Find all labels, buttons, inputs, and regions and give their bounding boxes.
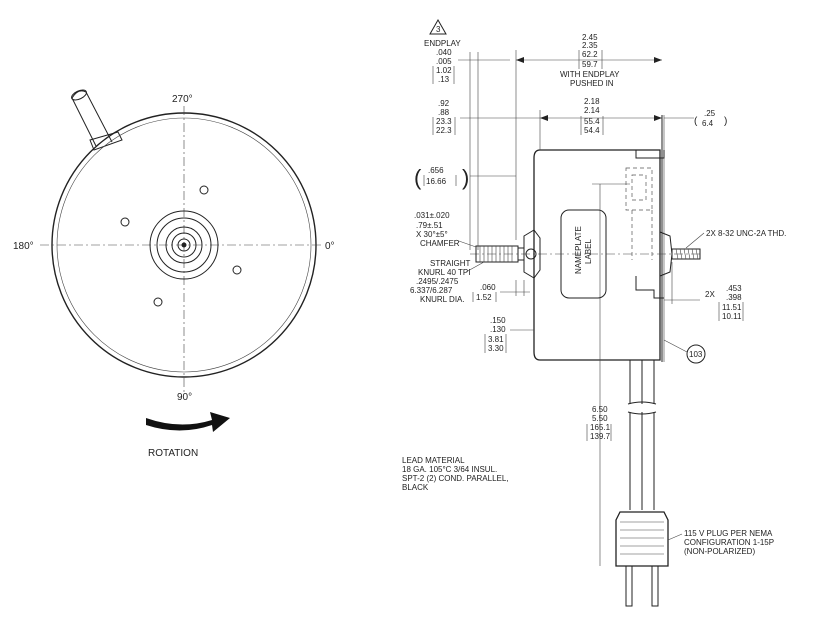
rotation-arrow-icon [146, 412, 230, 432]
plug-note: (NON-POLARIZED) [684, 547, 755, 556]
nameplate-text: LABEL [584, 239, 593, 264]
svg-text:): ) [724, 116, 727, 127]
mount-dim: .453 [726, 284, 742, 293]
body-dim: 2.18 [584, 97, 600, 106]
plug-note: CONFIGURATION 1-15P [684, 538, 774, 547]
thread-note: 2X 8-32 UNC-2A THD. [706, 229, 786, 238]
threaded-stud [671, 248, 701, 260]
knurl-note: .2495/.2475 [416, 277, 459, 286]
endplay-dim: .005 [436, 57, 452, 66]
hub-outer [149, 210, 219, 280]
chamfer-dim: .79±.51 [416, 221, 443, 230]
balloon-number: 103 [689, 350, 703, 359]
lead-len-dim: 139.7 [590, 432, 611, 441]
endplay-dim: .040 [436, 48, 452, 57]
chamfer-dim: .031±.020 [414, 211, 450, 220]
knurl-note: KNURL 40 TPI [418, 268, 470, 277]
lead-material-note: BLACK [402, 483, 429, 492]
overall-dim: 2.45 [582, 33, 598, 42]
lead-material-note: LEAD MATERIAL [402, 456, 465, 465]
mount-dim: 10.11 [722, 312, 742, 321]
body-dim: 54.4 [584, 126, 600, 135]
angle-180-label: 180° [13, 241, 34, 252]
boss-dim: 1.52 [476, 293, 492, 302]
offset-dim: 3.81 [488, 335, 504, 344]
mount-hole [153, 297, 163, 307]
overall-dim: 62.2 [582, 50, 598, 59]
part-balloon [686, 344, 706, 364]
plug-prong [625, 565, 633, 607]
angle-270-label: 270° [172, 94, 193, 105]
front-view: 270° 180° 0° 90° ROTATION [13, 89, 335, 459]
overall-dim: 2.35 [582, 41, 598, 50]
mount-hole [120, 217, 130, 227]
shaft-dim: .88 [438, 108, 450, 117]
lead-material-note: 18 GA. 105°C 3/64 INSUL. [402, 465, 497, 474]
knurl-len-dim: .656 [428, 166, 444, 175]
overall-dim: 59.7 [582, 60, 598, 69]
offset-dim: .150 [490, 316, 506, 325]
chamfer-dim: CHAMFER [420, 239, 460, 248]
shaft-dim: 23.3 [436, 117, 452, 126]
knurl-note: 6.337/6.287 [410, 286, 453, 295]
lead-len-dim: 5.50 [592, 414, 608, 423]
overall-note: WITH ENDPLAY [560, 70, 620, 79]
warning-mark: 3 [436, 25, 441, 34]
endplay-label: ENDPLAY [424, 39, 461, 48]
shaft-dim: .92 [438, 99, 450, 108]
overall-note: PUSHED IN [570, 79, 614, 88]
lead-len-dim: 165.1 [590, 423, 611, 432]
body-dim: 2.14 [584, 106, 600, 115]
body-dim: 55.4 [584, 117, 600, 126]
offset-dim: 3.30 [488, 344, 504, 353]
plug-body [615, 511, 669, 567]
side-view: NAMEPLATE LABEL [402, 18, 786, 607]
mount-prefix: 2X [705, 290, 715, 299]
boss-dim: .060 [480, 283, 496, 292]
svg-text:(: ( [694, 116, 698, 127]
lead-material-note: SPT-2 (2) COND. PARALLEL, [402, 474, 509, 483]
mount-hole [232, 265, 242, 275]
angle-0-label: 0° [325, 241, 335, 252]
shaft-dim: 22.3 [436, 126, 452, 135]
mount-dim: .398 [726, 293, 742, 302]
plug-prong [651, 565, 659, 607]
svg-text:): ) [462, 165, 469, 190]
chamfer-dim: X 30°±5° [416, 230, 448, 239]
plug-note: 115 V PLUG PER NEMA [684, 529, 773, 538]
pilot-dim: .25 [704, 109, 716, 118]
mount-hole [199, 185, 209, 195]
pilot-dim: 6.4 [702, 119, 714, 128]
angle-90-label: 90° [177, 392, 192, 403]
endplay-dim: 1.02 [436, 66, 452, 75]
nameplate-text: NAMEPLATE [574, 226, 583, 274]
svg-text:(: ( [414, 165, 422, 190]
endplay-dim: .13 [438, 75, 450, 84]
offset-dim: .130 [490, 325, 506, 334]
motor-body-outline [533, 149, 661, 361]
knurl-len-dim: 16.66 [426, 177, 447, 186]
knurl-note: KNURL DIA. [420, 295, 465, 304]
lead-len-dim: 6.50 [592, 405, 608, 414]
knurl-note: STRAIGHT [430, 259, 471, 268]
mount-dim: 11.51 [722, 303, 742, 312]
rotation-label: ROTATION [148, 448, 198, 459]
